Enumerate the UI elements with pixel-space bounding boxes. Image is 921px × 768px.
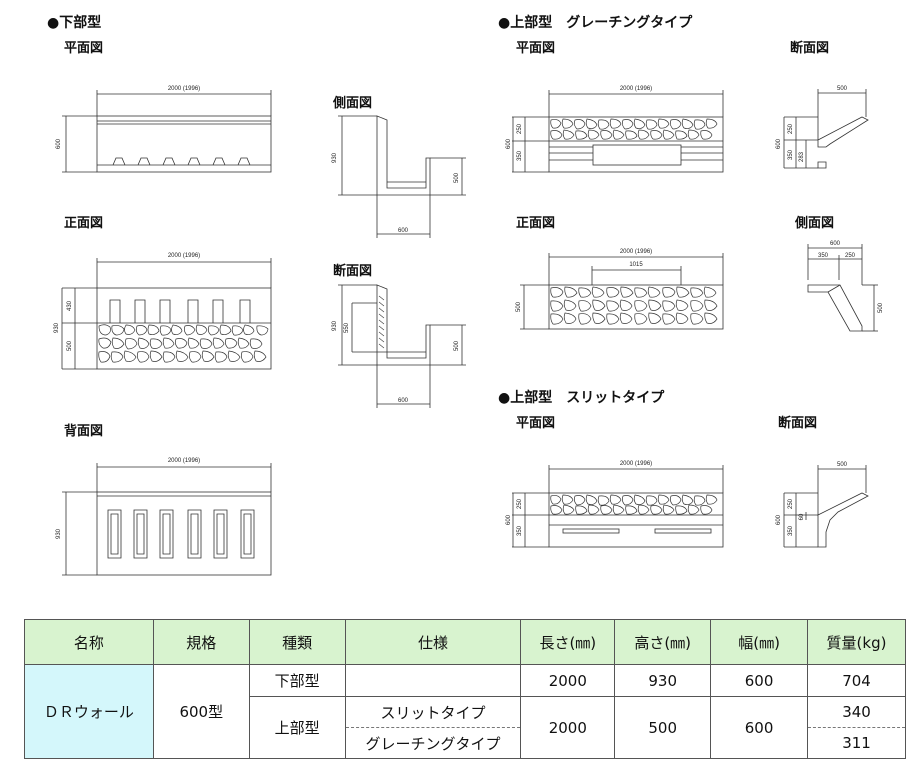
grating-front-view-label: 正面図 bbox=[516, 216, 556, 231]
slit-section-drawing: 500 250 350 600 60 bbox=[776, 462, 869, 548]
grating-section-total-dim: 600 bbox=[776, 138, 782, 149]
table-row-lower: ＤＲウォール 600型 下部型 2000 930 600 704 bbox=[24, 664, 906, 759]
lower-front-length-dim: 2000 (1996) bbox=[168, 253, 200, 259]
grating-plan-length-dim: 2000 (1996) bbox=[620, 86, 652, 92]
lower-plan-height-dim: 600 bbox=[56, 138, 62, 149]
lower-side-wall-dim: 500 bbox=[454, 172, 460, 183]
header-length: 長さ(㎜) bbox=[520, 619, 616, 665]
slit-section-total-dim: 600 bbox=[776, 514, 782, 525]
grating-section-lower-dim: 350 bbox=[788, 149, 794, 160]
grating-plan-upper-dim: 250 bbox=[517, 123, 523, 134]
lower-back-drawing: 2000 (1996) 930 bbox=[56, 458, 272, 576]
cell-lower-detail bbox=[344, 664, 522, 697]
lower-section-title: ●下部型 bbox=[47, 15, 102, 31]
slit-section-lower-dim: 350 bbox=[788, 525, 794, 536]
grating-front-opening-dim: 1015 bbox=[629, 262, 643, 268]
lower-section-wall-dim: 500 bbox=[454, 340, 460, 351]
header-width: 幅(㎜) bbox=[710, 619, 809, 665]
slit-plan-length-dim: 2000 (1996) bbox=[620, 461, 652, 467]
header-type: 種類 bbox=[248, 619, 346, 665]
header-name: 名称 bbox=[24, 619, 154, 665]
lower-back-length-dim: 2000 (1996) bbox=[168, 458, 200, 464]
lower-section-inner-dim: 550 bbox=[344, 322, 350, 333]
grating-section-top-dim: 500 bbox=[837, 86, 848, 92]
table-row-upper-grating: グレーチングタイプ 311 bbox=[25, 727, 906, 759]
grating-side-right-dim: 250 bbox=[845, 253, 856, 259]
cell-slit-detail: スリットタイプ bbox=[344, 696, 522, 728]
grating-section-inner-dim: 283 bbox=[799, 151, 805, 162]
spec-table: 名称 規格 種類 仕様 長さ(㎜) 高さ(㎜) 幅(㎜) 質量(kg) ＤＲウォ… bbox=[24, 619, 906, 759]
upper-slit-section-title: ●上部型 スリットタイプ bbox=[498, 390, 665, 406]
cell-lower-height: 930 bbox=[614, 664, 712, 697]
grating-front-drawing: 2000 (1996) 1015 500 bbox=[516, 249, 724, 330]
grating-side-drawing: 600 350 250 500 bbox=[807, 241, 884, 332]
grating-section-upper-dim: 250 bbox=[788, 123, 794, 134]
slit-plan-drawing: 2000 (1996) 250 350 600 bbox=[506, 461, 724, 548]
slit-section-top-dim: 500 bbox=[837, 462, 848, 468]
slit-plan-total-dim: 600 bbox=[506, 514, 512, 525]
header-detail: 仕様 bbox=[344, 619, 522, 665]
lower-front-lower-dim: 500 bbox=[67, 340, 73, 351]
grating-plan-view-label: 平面図 bbox=[516, 41, 556, 56]
slit-plan-view-label: 平面図 bbox=[516, 416, 556, 431]
slit-section-view-label: 断面図 bbox=[778, 416, 818, 431]
cell-lower-width: 600 bbox=[710, 664, 809, 697]
grating-plan-lower-dim: 350 bbox=[517, 150, 523, 161]
lower-side-width-dim: 600 bbox=[398, 228, 409, 234]
grating-plan-drawing: 2000 (1996) 250 350 600 bbox=[506, 86, 724, 173]
header-spec: 規格 bbox=[152, 619, 250, 665]
lower-plan-view-label: 平面図 bbox=[64, 41, 104, 56]
grating-front-height-dim: 500 bbox=[516, 301, 522, 312]
grating-side-view-label: 側面図 bbox=[795, 216, 835, 231]
cell-lower-length: 2000 bbox=[520, 664, 616, 697]
lower-plan-drawing: 2000 (1996) 600 bbox=[56, 86, 272, 173]
slit-plan-upper-dim: 250 bbox=[517, 498, 523, 509]
table-header-row: 名称 規格 種類 仕様 長さ(㎜) 高さ(㎜) 幅(㎜) 質量(kg) bbox=[24, 619, 906, 665]
cell-upper-height: 500 bbox=[614, 696, 712, 759]
slit-section-gap-dim: 60 bbox=[799, 513, 805, 520]
lower-side-view-label: 側面図 bbox=[333, 96, 373, 111]
lower-plan-length-dim: 2000 (1996) bbox=[168, 86, 200, 92]
grating-side-total-dim: 600 bbox=[830, 241, 841, 247]
cell-spec: 600型 bbox=[152, 664, 250, 759]
grating-front-length-dim: 2000 (1996) bbox=[620, 249, 652, 255]
header-height: 高さ(㎜) bbox=[614, 619, 712, 665]
lower-side-height-dim: 930 bbox=[332, 152, 338, 163]
cell-slit-mass: 340 bbox=[807, 696, 906, 728]
header-mass: 質量(kg) bbox=[807, 619, 906, 665]
cell-grating-detail: グレーチングタイプ bbox=[344, 727, 522, 759]
lower-front-drawing: 2000 (1996) 430 500 930 bbox=[54, 253, 272, 370]
cell-lower-type: 下部型 bbox=[248, 664, 346, 697]
lower-side-drawing: 930 500 600 bbox=[332, 115, 466, 238]
grating-section-drawing: 500 250 350 600 283 bbox=[776, 86, 869, 169]
grating-section-view-label: 断面図 bbox=[790, 41, 830, 56]
lower-back-view-label: 背面図 bbox=[64, 424, 104, 439]
lower-section-drawing: 930 550 500 600 bbox=[332, 284, 466, 408]
grating-plan-total-dim: 600 bbox=[506, 138, 512, 149]
technical-drawings: 2000 (1996) 600 930 500 600 2000 (1996) … bbox=[54, 86, 884, 576]
slit-plan-lower-dim: 350 bbox=[517, 525, 523, 536]
cell-upper-length: 2000 bbox=[520, 696, 616, 759]
cell-grating-mass: 311 bbox=[807, 727, 906, 759]
lower-section-view-label: 断面図 bbox=[333, 264, 373, 279]
cell-upper-type: 上部型 bbox=[248, 696, 346, 759]
lower-section-width-dim: 600 bbox=[398, 398, 409, 404]
lower-section-height-dim: 930 bbox=[332, 320, 338, 331]
cell-product-name: ＤＲウォール bbox=[24, 664, 154, 759]
upper-grating-section-title: ●上部型 グレーチングタイプ bbox=[498, 15, 693, 31]
lower-back-height-dim: 930 bbox=[56, 528, 62, 539]
slit-section-upper-dim: 250 bbox=[788, 498, 794, 509]
lower-front-view-label: 正面図 bbox=[64, 216, 104, 231]
grating-side-height-dim: 500 bbox=[878, 302, 884, 313]
lower-front-total-dim: 930 bbox=[54, 322, 60, 333]
lower-front-upper-dim: 430 bbox=[67, 300, 73, 311]
grating-side-left-dim: 350 bbox=[818, 253, 829, 259]
cell-upper-width: 600 bbox=[710, 696, 809, 759]
cell-lower-mass: 704 bbox=[807, 664, 906, 697]
